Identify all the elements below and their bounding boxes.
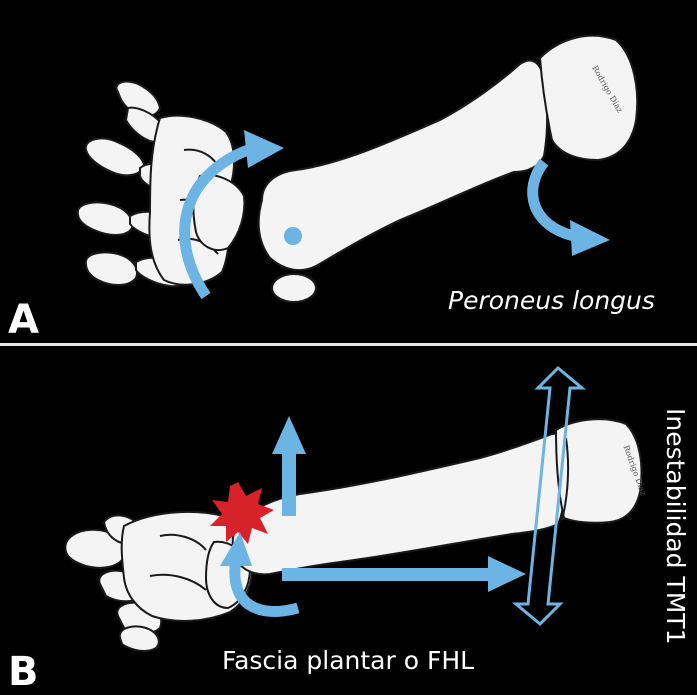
peroneus-longus-arrow xyxy=(527,158,610,256)
dorsal-displacement-arrow xyxy=(272,416,306,516)
medial-cuneiform xyxy=(554,418,643,524)
medial-cuneiform xyxy=(538,34,639,162)
first-metatarsal xyxy=(231,432,568,576)
caption-fascia-plantar: Fascia plantar o FHL xyxy=(222,646,475,675)
first-metatarsal xyxy=(257,59,548,303)
panel-b-illustration xyxy=(64,365,643,652)
panel-a-illustration xyxy=(76,34,639,303)
midfoot-bones xyxy=(148,114,246,286)
instability-double-arrow xyxy=(511,365,587,627)
rotation-arrow xyxy=(179,130,284,300)
caption-peroneus-longus: Peroneus longus xyxy=(448,286,655,315)
panel-letter-a: A xyxy=(8,297,39,343)
rotation-axis-dot xyxy=(284,227,302,245)
panel-b: Rodrigo Díaz Inestabilidad TMT1 Fascia p… xyxy=(0,346,697,692)
caption-inestabilidad-tmt1: Inestabilidad TMT1 xyxy=(661,408,690,645)
panel-a: Rodrigo Díaz Peroneus longus A xyxy=(0,0,697,344)
panel-letter-b: B xyxy=(8,649,39,695)
horizontal-force-arrow xyxy=(282,556,526,592)
panel-divider xyxy=(0,343,697,346)
injury-burst xyxy=(210,482,274,544)
plantar-tension-arrow xyxy=(220,532,300,617)
